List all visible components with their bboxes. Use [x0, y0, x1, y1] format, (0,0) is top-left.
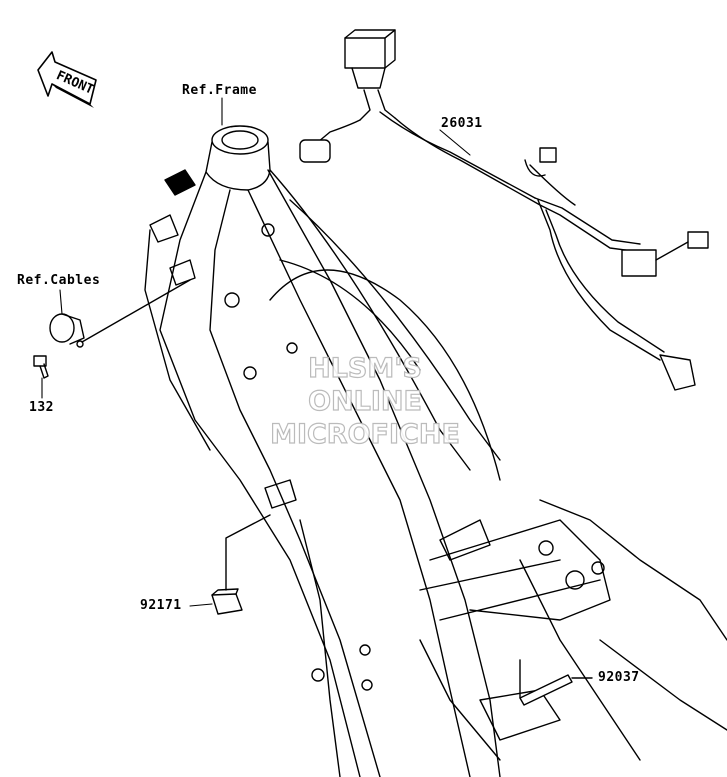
part-number-92037: 92037 [598, 670, 640, 685]
wiring-harness-26031 [299, 29, 709, 391]
bolt-132 [33, 355, 49, 379]
part-number-26031: 26031 [441, 116, 483, 131]
part-number-132: 132 [29, 400, 54, 415]
ref-frame-label: Ref.Frame [182, 83, 257, 98]
ref-cables-label: Ref.Cables [17, 273, 101, 288]
front-arrow-icon: FRONT [37, 51, 97, 108]
frame-body [144, 125, 727, 777]
grommet-92171 [211, 514, 271, 615]
cable-tie-92037 [519, 659, 593, 706]
part-number-92171: 92171 [140, 598, 182, 613]
leader-lines [41, 97, 593, 679]
